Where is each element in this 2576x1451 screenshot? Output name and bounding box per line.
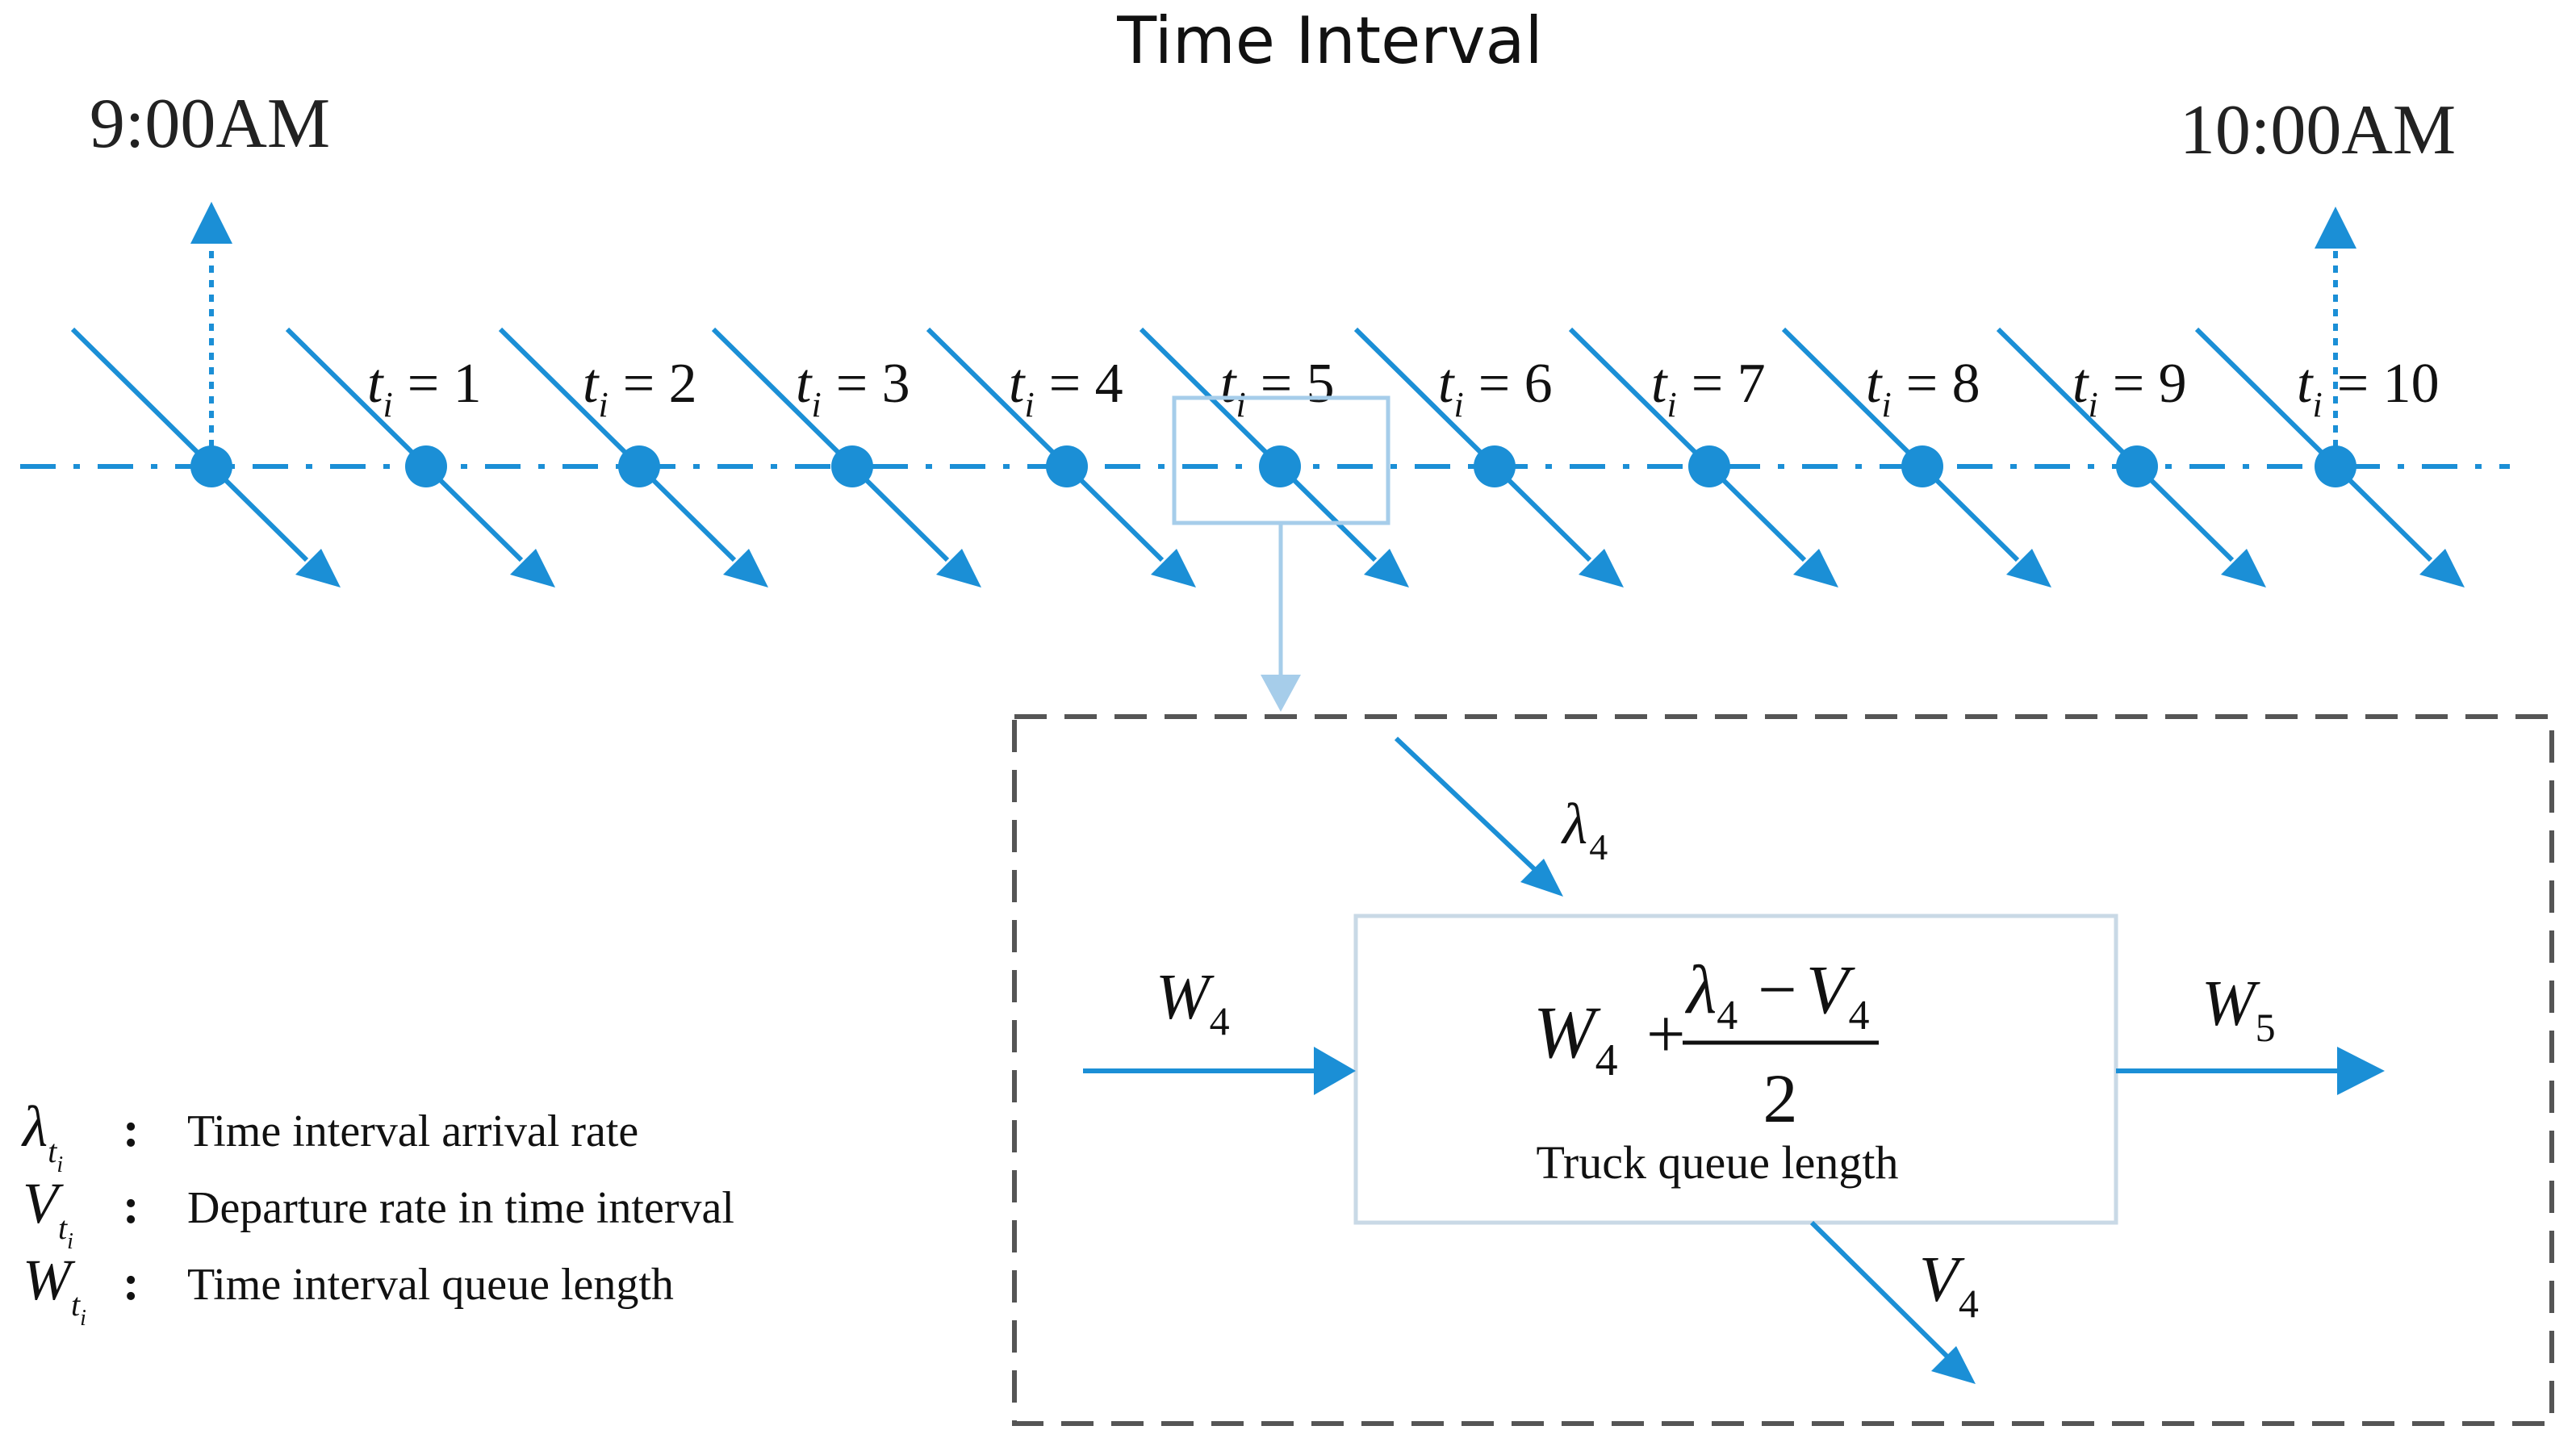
flow-arrow-head [1364,549,1409,588]
timeline-node [1901,445,1943,487]
flow-arrow-line [285,327,524,562]
interval-label: ti= 6 [1438,353,1553,424]
end-time-pointer [2315,207,2356,462]
departure-arrow [1809,1220,1976,1384]
timeline-marker [285,327,555,588]
timeline-node [1474,445,1516,487]
svg-text:−: − [1758,951,1797,1028]
svg-text:2: 2 [1763,1060,1798,1137]
queue-in-arrow [1083,1047,1356,1095]
interval-label: ti= 9 [2072,353,2187,424]
flow-arrow-line [498,327,737,562]
zoom-highlight-rect [1172,395,1390,525]
flow-arrow-head [2419,549,2465,588]
svg-text:W4: W4 [1533,991,1618,1085]
timeline-node [190,445,232,487]
timeline-marker [1353,327,1624,588]
legend-symbol: Wti [23,1248,86,1331]
flow-arrow-head [295,549,341,588]
flow-arrow-line [1996,327,2235,562]
queue-length-formula: W4 + λ4 − V4 2 [1533,951,1879,1137]
timeline-interval-markers: ti= 1 ti= 2 ti= 3 ti= 4 ti= 5 ti= 6 ti= 7 ti= 8… [70,327,2465,588]
legend-symbol: Vti [23,1171,73,1254]
departure-label: V4 [1919,1244,1979,1326]
timeline-node [1259,445,1301,487]
legend-description: Time interval queue length [187,1260,674,1310]
start-time-label: 9:00AM [90,85,330,163]
flow-arrow-head [936,549,981,588]
flow-arrow-line [926,327,1165,562]
flow-arrow-line [2194,327,2433,562]
svg-text:λ4: λ4 [1684,951,1738,1039]
legend-symbol: λti [21,1094,63,1177]
legend-description: Time interval arrival rate [187,1106,638,1156]
flow-arrow-head [1579,549,1624,588]
queue-out-label: W5 [2202,968,2276,1050]
timeline-marker [1996,327,2266,588]
flow-arrow-head [723,549,768,588]
interval-label: ti= 3 [796,353,910,424]
svg-text:V4: V4 [1806,951,1870,1039]
svg-text:+: + [1646,995,1686,1073]
legend-separator: : [123,1102,140,1157]
queue-out-arrow [2116,1047,2385,1095]
interval-label: ti= 8 [1866,353,1980,424]
flow-arrow-line [711,327,950,562]
timeline-marker [498,327,768,588]
flow-arrow-head [2221,549,2266,588]
timeline-node [1046,445,1088,487]
flow-arrow-head [1793,549,1838,588]
timeline-node [831,445,873,487]
interval-label: ti= 7 [1651,353,1766,424]
flow-arrow-line [70,327,309,562]
timeline-node [2315,445,2356,487]
timeline-marker [1781,327,2051,588]
end-time-label: 10:00AM [2180,91,2456,169]
timeline-node [1688,445,1730,487]
queue-length-caption: Truck queue length [1537,1136,1899,1189]
queue-length-box [1353,914,2118,1225]
legend-separator: : [123,1256,140,1311]
interval-label: ti= 4 [1009,353,1123,424]
timeline-marker [70,327,341,588]
flow-arrow-line [1781,327,2020,562]
arrival-label: λ4 [1561,792,1608,868]
timeline-node [405,445,447,487]
arrival-arrow [1394,736,1563,897]
legend-separator: : [123,1179,140,1234]
queue-in-label: W4 [1156,962,1230,1043]
interval-label: ti= 5 [1220,353,1335,424]
timeline-node [618,445,660,487]
flow-arrow-head [1151,549,1196,588]
timeline-node [2116,445,2158,487]
diagram-title: Time Interval [1116,3,1543,78]
start-time-pointer [190,202,232,462]
timeline-marker [926,327,1196,588]
flow-arrow-head [510,549,555,588]
flow-arrow-head [2006,549,2051,588]
legend-description: Departure rate in time interval [187,1183,734,1233]
timeline-marker [1568,327,1838,588]
interval-label: ti= 2 [583,353,697,424]
timeline-marker [711,327,981,588]
flow-arrow-line [1353,327,1592,562]
flow-arrow-line [1568,327,1807,562]
interval-label: ti= 1 [367,353,482,424]
zoom-connector-arrow [1261,525,1301,712]
interval-label: ti= 10 [2297,353,2440,424]
detail-dashed-frame [1012,714,2554,1426]
timeline-marker [2194,327,2465,588]
